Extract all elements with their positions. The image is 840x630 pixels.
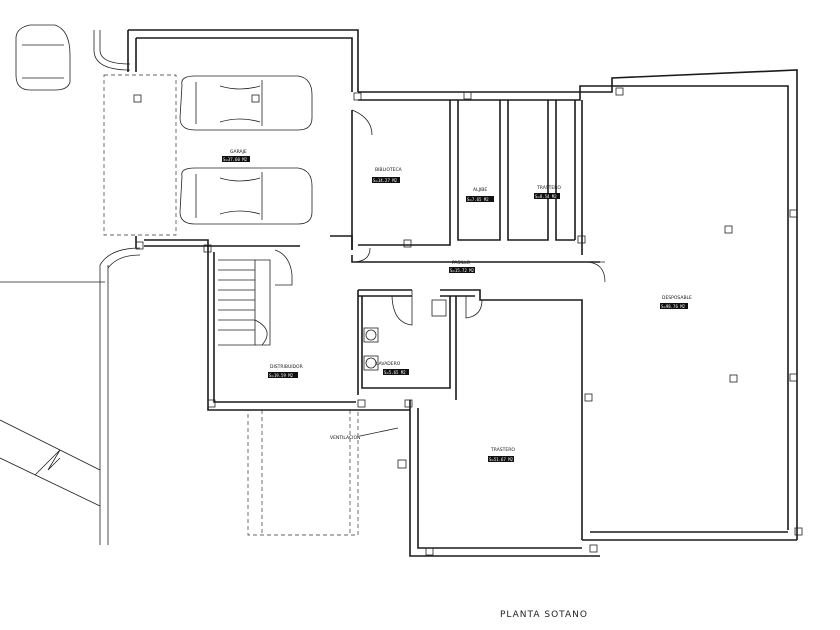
room-label-aljibe: ALJIBE S=7.65 M2 [466,187,494,202]
room-label-garaje: GARAJE S=37.60 M2 [222,149,250,162]
ventilation-area [247,409,359,536]
room-label-lavadero: LAVADERO S=5.65 M2 [376,361,409,375]
room-label-desposable: DESPOSABLE S=98.76 M2 [660,295,692,309]
svg-text:LAVADERO: LAVADERO [376,361,401,367]
svg-text:S=19.59 M2: S=19.59 M2 [269,373,294,378]
ventilation-arrow [359,427,399,437]
svg-text:ALJIBE: ALJIBE [473,187,487,193]
svg-text:S=14.27 M2: S=14.27 M2 [373,178,398,183]
svg-text:S=15.72 M2: S=15.72 M2 [450,268,475,273]
room-label-bodega: BIBLIOTECA S=14.27 M2 [372,167,403,183]
garage-parking-area [103,74,177,236]
walls [127,29,798,557]
svg-text:S=5.65 M2: S=5.65 M2 [384,370,406,375]
parked-car-outside [15,24,71,91]
svg-text:S=98.76 M2: S=98.76 M2 [661,304,686,309]
washing-machines [363,299,447,371]
svg-text:DESPOSABLE: DESPOSABLE [662,295,692,301]
ventilation-lines [261,410,351,535]
column-markers [133,87,803,556]
svg-text:S=37.60 M2: S=37.60 M2 [223,157,248,162]
svg-text:DISTRIBUIDOR: DISTRIBUIDOR [270,364,303,370]
svg-text:VENTILACION: VENTILACION [330,435,360,441]
room-label-pasillo: PASILLO S=15.72 M2 [449,260,475,273]
garage-car-2 [179,167,313,225]
room-label-distribuidor: DISTRIBUIDOR S=19.59 M2 [268,364,303,378]
room-label-trastero-small: TRASTERO S=8.54 M2 [534,185,561,199]
svg-text:TRASTERO: TRASTERO [490,447,515,453]
svg-text:S=7.65 M2: S=7.65 M2 [467,197,489,202]
drawing-title: PLANTA SOTANO [500,610,588,620]
site-boundary [0,30,141,545]
svg-text:GARAJE: GARAJE [230,149,247,155]
svg-text:PASILLO: PASILLO [452,260,471,266]
room-label-trastero-large: TRASTERO S=51.67 M2 [488,447,515,462]
room-label-ventilacion: VENTILACION [330,435,360,441]
svg-text:BIBLIOTECA: BIBLIOTECA [375,167,403,173]
garage-car-1 [179,75,313,131]
svg-text:S=51.67 M2: S=51.67 M2 [489,457,514,462]
svg-text:S=8.54 M2: S=8.54 M2 [535,194,557,199]
svg-text:TRASTERO: TRASTERO [536,185,561,191]
